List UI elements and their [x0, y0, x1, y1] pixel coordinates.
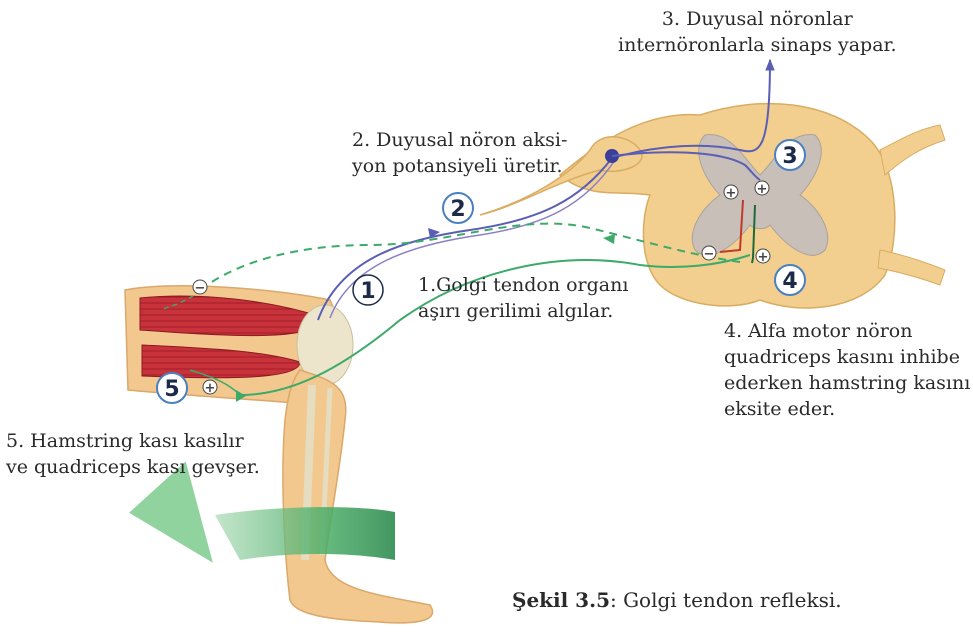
step2-line2: yon potansiyeli üretir.	[352, 153, 567, 179]
step4-line4: eksite eder.	[724, 396, 970, 422]
minus-sign: −	[702, 246, 716, 262]
marker-4: 4	[775, 265, 805, 295]
step1-annotation: 1.Golgi tendon organı aşırı gerilimi alg…	[418, 272, 628, 324]
svg-text:+: +	[205, 381, 216, 396]
step4-annotation: 4. Alfa motor nöron quadriceps kasını in…	[724, 318, 970, 422]
svg-text:+: +	[757, 182, 768, 197]
step4-line3: ederken hamstring kasını	[724, 370, 970, 396]
svg-text:3: 3	[782, 144, 797, 169]
step5-annotation: 5. Hamstring kası kasılır ve quadriceps …	[6, 428, 260, 480]
svg-text:+: +	[726, 186, 737, 201]
step4-line1: 4. Alfa motor nöron	[724, 318, 970, 344]
svg-text:+: +	[758, 250, 769, 265]
svg-text:2: 2	[450, 197, 465, 222]
marker-5: 5	[157, 373, 187, 403]
plus-sign: +	[203, 380, 217, 396]
plus-sign: +	[724, 185, 738, 201]
step4-line2: quadriceps kasını inhibe	[724, 344, 970, 370]
step1-line1: 1.Golgi tendon organı	[418, 272, 628, 298]
step5-line1: 5. Hamstring kası kasılır	[6, 428, 260, 454]
step2-line1: 2. Duyusal nöron aksi-	[352, 127, 567, 153]
figure-caption-text: : Golgi tendon refleksi.	[610, 588, 842, 612]
step1-line2: aşırı gerilimi algılar.	[418, 298, 628, 324]
plus-sign: +	[756, 249, 770, 265]
svg-text:−: −	[195, 281, 206, 296]
figure-label: Şekil 3.5	[512, 588, 610, 612]
svg-text:−: −	[704, 247, 715, 262]
step2-annotation: 2. Duyusal nöron aksi- yon potansiyeli ü…	[352, 127, 567, 179]
svg-text:5: 5	[164, 377, 179, 402]
marker-3: 3	[775, 140, 805, 170]
step3-line1: 3. Duyusal nöronlar	[618, 6, 897, 32]
marker-1: 1	[353, 275, 383, 305]
plus-sign: +	[755, 181, 769, 197]
step5-line2: ve quadriceps kası gevşer.	[6, 454, 260, 480]
minus-sign: −	[193, 280, 207, 296]
step3-line2: internöronlarla sinaps yapar.	[618, 32, 897, 58]
svg-text:1: 1	[360, 279, 375, 304]
svg-text:4: 4	[782, 269, 797, 294]
marker-2: 2	[443, 193, 473, 223]
figure-caption: Şekil 3.5: Golgi tendon refleksi.	[512, 588, 842, 612]
step3-annotation: 3. Duyusal nöronlar internöronlarla sina…	[618, 6, 897, 58]
